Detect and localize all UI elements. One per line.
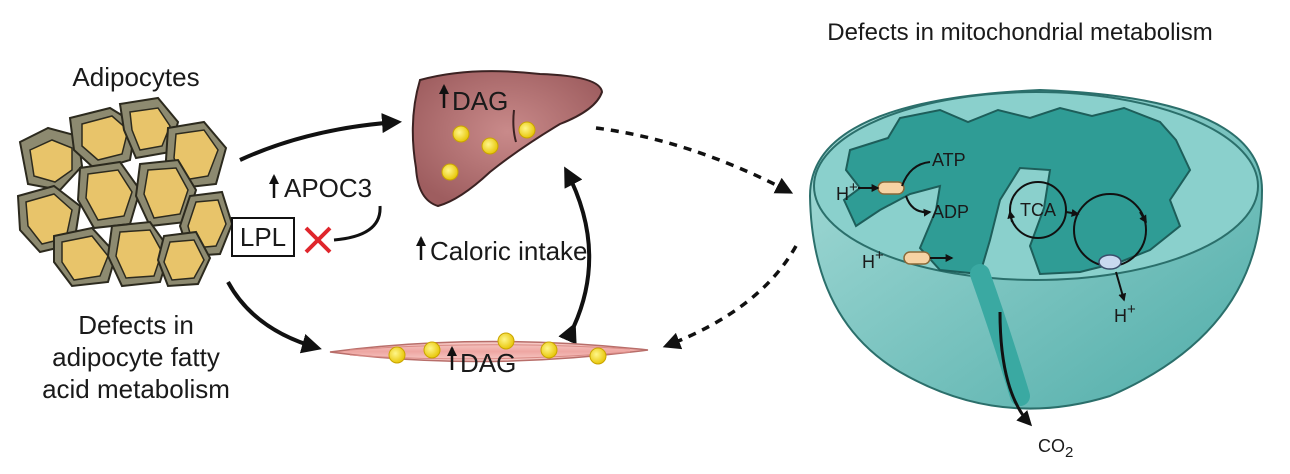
mitochondrion: H+ H+ ATP ADP TCA H+ — [808, 88, 1264, 410]
muscle-striation — [349, 344, 631, 351]
co2-label: CO2 — [1038, 436, 1073, 461]
apoc3-label-group: APOC3 — [269, 173, 372, 203]
apoc3-to-lpl-connector — [333, 205, 382, 242]
atp-label: ATP — [932, 150, 966, 170]
muscle-lipid-droplet — [423, 341, 441, 359]
h-plus-lower-label: H+ — [862, 247, 884, 272]
co2-arrow — [998, 311, 1033, 427]
adipocyte-cell — [81, 115, 129, 161]
lpl-label: LPL — [240, 222, 286, 252]
liver-lipid-droplet — [452, 125, 470, 143]
adipocyte-cluster — [16, 96, 234, 288]
atp-synthase-upper — [877, 181, 905, 195]
adipocyte-defect-line-2: adipocyte fatty — [52, 342, 220, 372]
adipocyte-defect-line-3: acid metabolism — [42, 374, 230, 404]
lpl-box — [231, 217, 295, 257]
etc-cycle-arrow — [1139, 211, 1147, 224]
liver: DAG — [411, 70, 604, 208]
muscle-lipid-droplet — [540, 341, 558, 359]
etc-complex — [1098, 254, 1122, 270]
adipocytes-label: Adipocytes — [72, 62, 199, 92]
liver-lipid-droplet — [481, 137, 499, 155]
adipocyte-cell — [129, 107, 171, 151]
arrow-adipocytes-to-muscle — [226, 281, 322, 354]
tca-cycle-arrow — [1007, 210, 1016, 223]
liver-dag-label: DAG — [452, 86, 508, 116]
adipocyte-cell — [163, 239, 205, 281]
tca-cycle-circle — [1009, 181, 1067, 239]
adipocyte-defect-line-1: Defects in — [78, 310, 194, 340]
adipocyte-cell — [173, 129, 219, 181]
adipocyte-cell — [115, 229, 163, 279]
adipocyte-cell — [29, 139, 73, 183]
mito-inner-matrix — [842, 106, 1192, 276]
atp-synthase-lower — [903, 251, 931, 265]
tca-label: TCA — [1020, 200, 1056, 220]
muscle-dag-label: DAG — [460, 348, 516, 378]
muscle-lipid-droplet — [388, 346, 406, 364]
adipocyte-cell — [143, 167, 189, 219]
h-plus-upper-label: H+ — [836, 179, 858, 204]
muscle-fiber: DAG — [329, 332, 649, 378]
dashed-arrow-mito-to-muscle — [662, 245, 798, 350]
liver-lipid-droplet — [518, 121, 536, 139]
muscle-lipid-droplet — [497, 332, 515, 350]
liver-lipid-droplet — [441, 163, 459, 181]
adipocyte-cell — [61, 235, 109, 281]
mito-title: Defects in mitochondrial metabolism — [827, 19, 1213, 46]
adp-label: ADP — [932, 202, 969, 222]
liver-lobe-division — [512, 109, 517, 143]
h-plus-etc-label: H+ — [1114, 301, 1136, 326]
h-plus-etc-arrow — [1115, 271, 1127, 302]
lpl-inhibition-x-icon — [304, 226, 332, 254]
atp-adp-cycle-arrow — [901, 161, 930, 212]
liver-shape — [411, 70, 604, 208]
tca-to-etc-arrow — [1065, 209, 1080, 217]
arrow-adipocytes-to-liver — [239, 113, 402, 162]
muscle-lipid-droplet — [589, 347, 607, 365]
caloric-double-arrow — [558, 166, 592, 345]
apoc3-label: APOC3 — [284, 173, 372, 203]
adipocyte-cell — [85, 169, 133, 221]
caloric-intake-label: Caloric intake — [430, 236, 588, 266]
dashed-arrow-liver-to-mito — [595, 126, 794, 194]
